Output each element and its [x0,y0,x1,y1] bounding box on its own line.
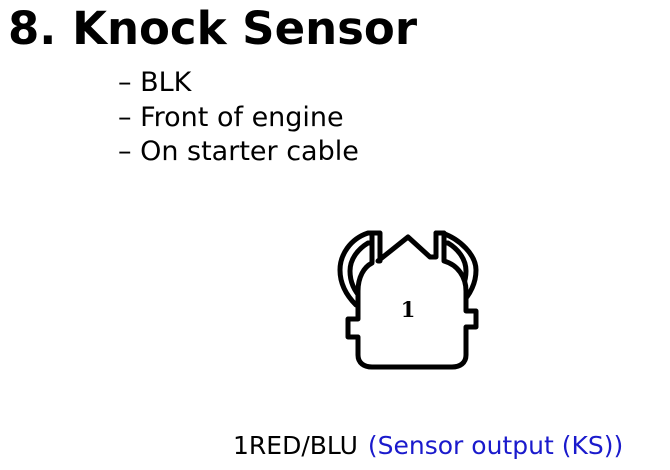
bullet-location: – Front of engine [118,101,344,133]
pin-description: (Sensor output (KS)) [367,431,624,460]
pin-assignment: 1RED/BLU (Sensor output (KS)) [233,430,623,462]
connector-outline [337,230,479,370]
pin-1-label: 1 [401,297,416,322]
sensor-details-list: – BLK – Front of engine – On starter cab… [118,66,359,170]
bullet-mounting: – On starter cable [118,136,359,167]
connector-housing [345,230,479,370]
pin-wire: 1RED/BLU [233,431,358,460]
connector-diagram: 1 [337,230,479,370]
page-title: 8. Knock Sensor [8,2,418,55]
bullet-wire-color: – BLK [118,67,192,98]
